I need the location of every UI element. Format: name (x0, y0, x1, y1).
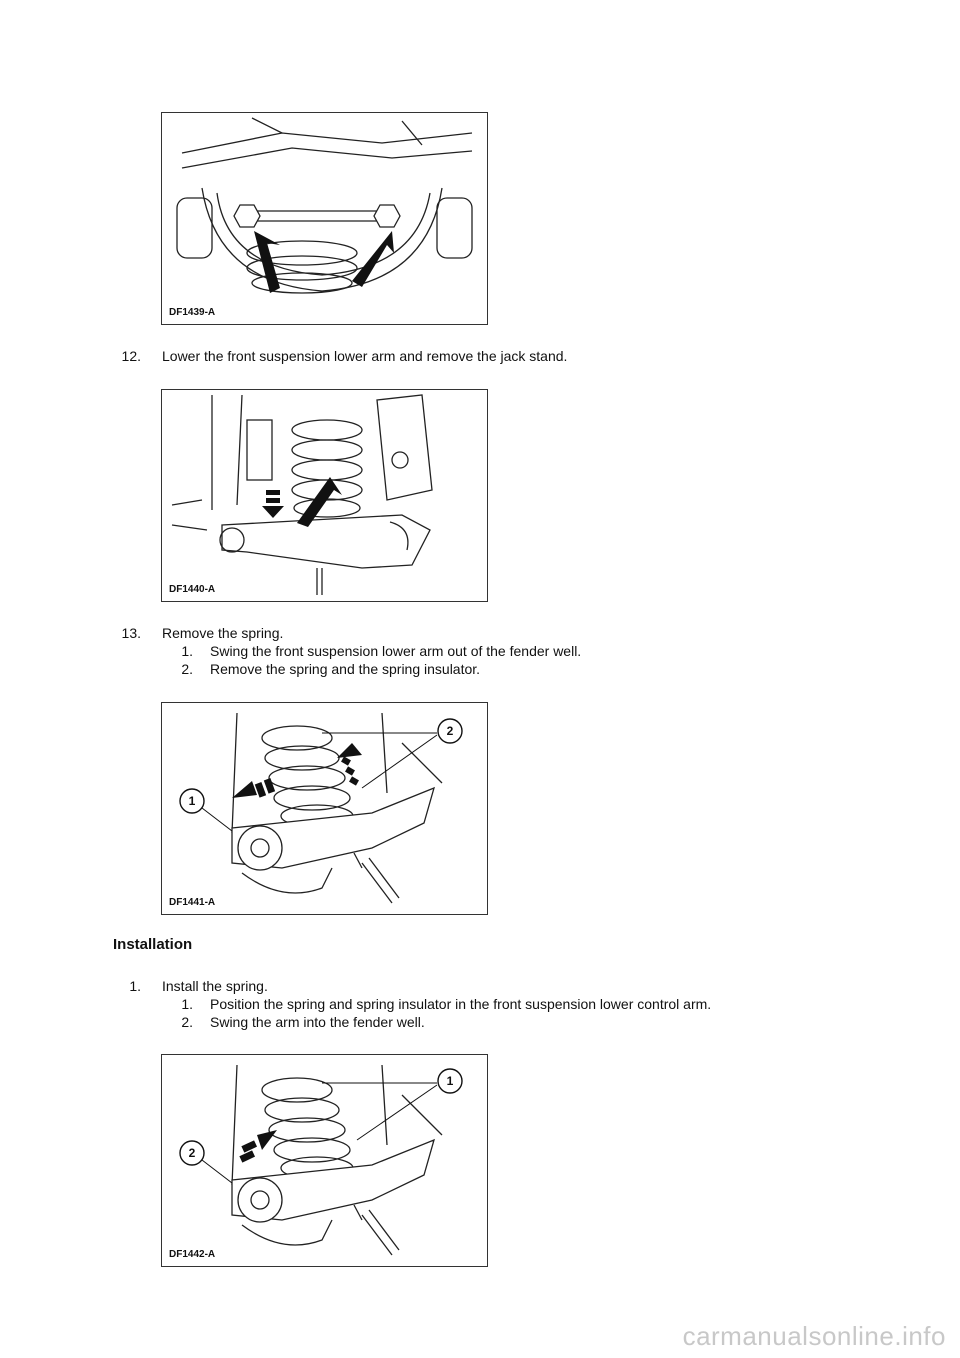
arrow-icon (254, 231, 280, 293)
substep-number: 1. (181, 643, 193, 659)
substep-text: Swing the arm into the fender well. (210, 1014, 425, 1030)
arrow-down-icon (262, 506, 284, 518)
step-text: Remove the spring. (162, 625, 284, 641)
spring-installation-illustration: 1 2 (179, 1064, 463, 1256)
step-number: 1. (129, 978, 141, 994)
substep-text: Swing the front suspension lower arm out… (210, 643, 582, 659)
figure-df1442: 1 2 DF1442-A (161, 1054, 488, 1267)
substep-number: 2. (181, 661, 193, 677)
figure-caption: DF1440-A (169, 584, 216, 595)
step-number: 12. (121, 348, 141, 364)
suspension-bolts-illustration (176, 117, 473, 294)
arrow-icon (232, 781, 257, 798)
callout-label: 2 (189, 1146, 196, 1160)
watermark-link[interactable]: carmanualsonline.info (682, 1321, 946, 1351)
figure-caption: DF1442-A (169, 1249, 216, 1260)
figure-caption: DF1441-A (169, 897, 216, 908)
figure-df1441: 2 1 DF1441-A (161, 702, 488, 915)
figure-caption: DF1439-A (169, 307, 216, 318)
step-text: Lower the front suspension lower arm and… (162, 348, 568, 364)
substep-number: 1. (181, 996, 193, 1012)
callout-label: 1 (189, 794, 196, 808)
section-heading: Installation (113, 936, 193, 953)
figure-df1439: DF1439-A (161, 112, 488, 325)
callout-label: 1 (447, 1074, 454, 1088)
figure-df1440: DF1440-A (161, 389, 488, 602)
substep-number: 2. (181, 1014, 193, 1030)
lower-arm-illustration (171, 394, 433, 595)
step-number: 13. (121, 625, 141, 641)
substep-text: Remove the spring and the spring insulat… (210, 661, 481, 677)
arrow-icon (337, 743, 362, 758)
substep-text: Position the spring and spring insulator… (210, 996, 712, 1012)
step-text: Install the spring. (162, 978, 268, 994)
arrow-icon (257, 1130, 277, 1150)
arrow-icon (352, 231, 394, 287)
spring-removal-illustration: 2 1 (179, 712, 463, 904)
arrow-icon (297, 477, 342, 527)
callout-label: 2 (447, 724, 454, 738)
